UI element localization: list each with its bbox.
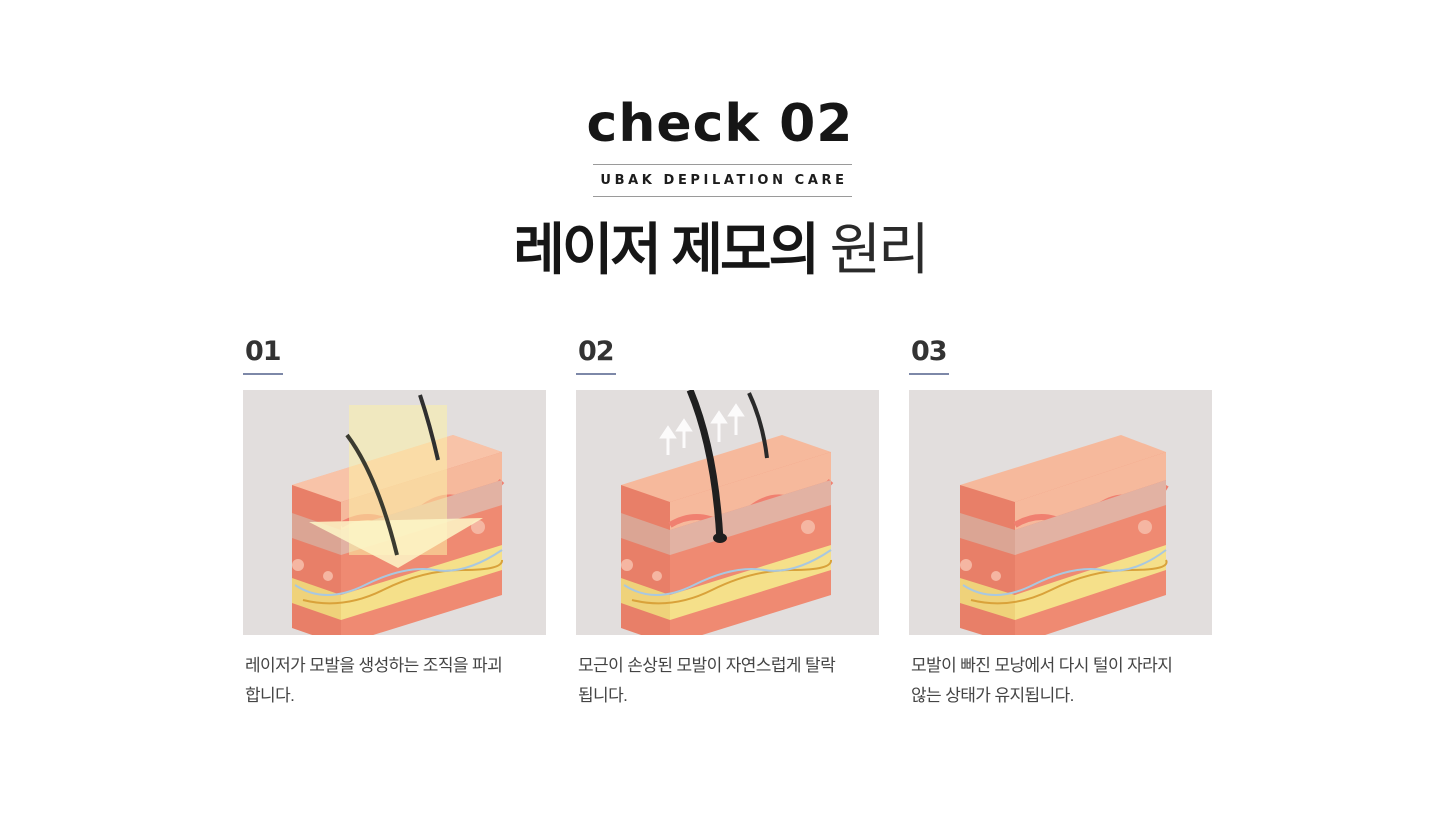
hairless-skin-icon — [909, 390, 1212, 635]
step-card-3: 03 모발이 빠진 모낭에서 다시 털이 자라지 않는 상태가 유지됩니다. — [909, 335, 1212, 705]
step-number: 03 — [911, 336, 948, 367]
subtitle-box: UBAK DEPILATION CARE — [593, 164, 852, 197]
step-card-1: 01 — [243, 335, 546, 705]
laser-beam-skin-icon — [243, 390, 546, 635]
step-card-2: 02 — [576, 335, 879, 705]
step-number: 02 — [578, 336, 615, 367]
main-heading: 레이저 제모의 원리 — [0, 216, 1440, 284]
step-description: 모근이 손상된 모발이 자연스럽게 탈락 됩니다. — [578, 656, 836, 705]
step-description: 레이저가 모발을 생성하는 조직을 파괴 합니다. — [245, 656, 503, 705]
main-heading-light: 원리 — [829, 218, 930, 281]
step-description: 모발이 빠진 모낭에서 다시 털이 자라지 않는 상태가 유지됩니다. — [911, 656, 1173, 705]
step-underline — [909, 373, 949, 375]
step-underline — [243, 373, 283, 375]
step-underline — [576, 373, 616, 375]
subtitle: UBAK DEPILATION CARE — [600, 173, 848, 188]
main-heading-bold: 레이저 제모의 — [513, 218, 820, 281]
step-number: 01 — [245, 336, 282, 367]
check-title: check 02 — [586, 94, 854, 154]
hair-shedding-skin-icon — [576, 390, 879, 635]
